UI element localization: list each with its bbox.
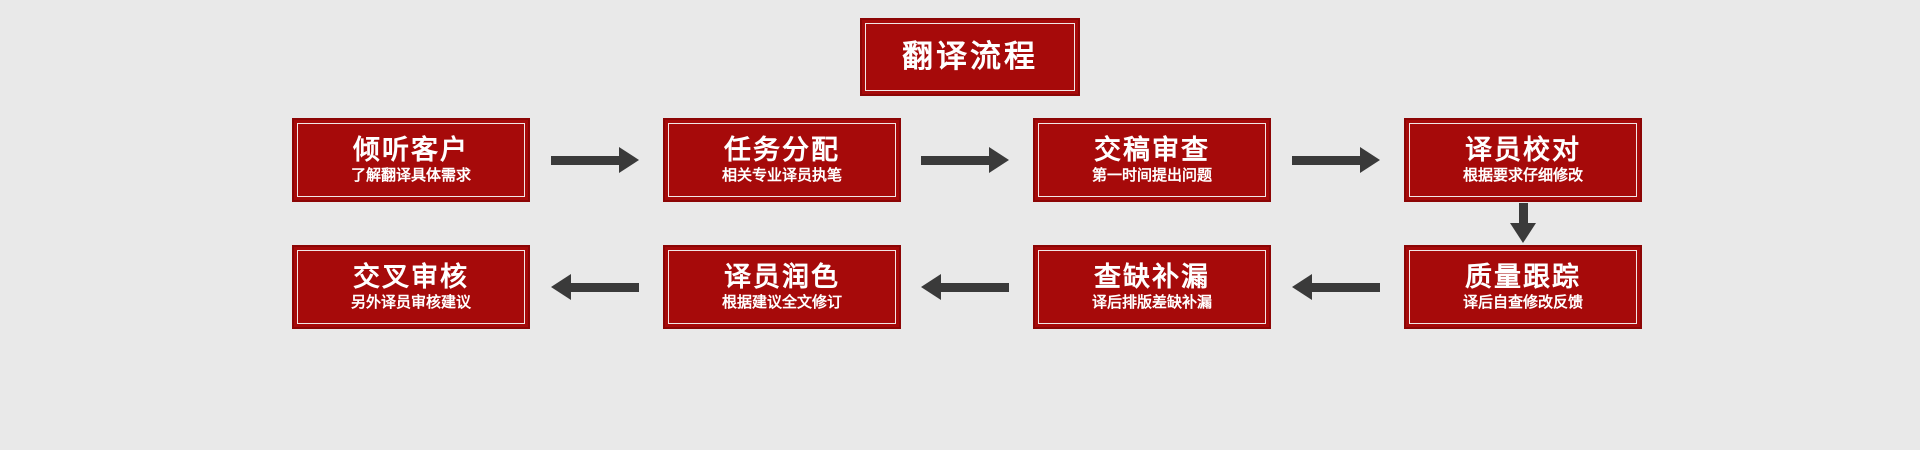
arrow-left-icon <box>551 274 639 300</box>
flow-step-8[interactable]: 交叉审核 另外译员审核建议 <box>292 245 530 329</box>
flow-step-1-title: 倾听客户 <box>353 134 469 165</box>
flowchart-title-box: 翻译流程 <box>860 18 1080 96</box>
flow-step-7-inner: 译员润色 根据建议全文修订 <box>668 250 896 324</box>
arrow-shaft <box>1312 282 1380 292</box>
arrow-right-icon <box>551 147 639 173</box>
title-box-inner: 翻译流程 <box>865 23 1075 91</box>
arrow-head <box>1292 274 1312 300</box>
flow-step-5-inner: 质量跟踪 译后自查修改反馈 <box>1409 250 1637 324</box>
flow-step-4[interactable]: 译员校对 根据要求仔细修改 <box>1404 118 1642 202</box>
arrow-right-icon <box>1292 147 1380 173</box>
flow-step-1-subtitle: 了解翻译具体需求 <box>350 167 471 185</box>
flow-step-4-inner: 译员校对 根据要求仔细修改 <box>1409 123 1637 197</box>
arrow-shaft <box>941 282 1009 292</box>
flow-step-1[interactable]: 倾听客户 了解翻译具体需求 <box>292 118 530 202</box>
arrow-right-icon <box>921 147 1009 173</box>
flow-step-7-title: 译员润色 <box>724 261 840 292</box>
arrow-head <box>989 147 1009 173</box>
page-title: 翻译流程 <box>902 38 1038 74</box>
flow-step-5-title: 质量跟踪 <box>1465 261 1581 292</box>
flow-step-5[interactable]: 质量跟踪 译后自查修改反馈 <box>1404 245 1642 329</box>
flow-step-6[interactable]: 查缺补漏 译后排版差缺补漏 <box>1033 245 1271 329</box>
flow-step-7-subtitle: 根据建议全文修订 <box>721 294 842 312</box>
flow-step-3-inner: 交稿审查 第一时间提出问题 <box>1038 123 1266 197</box>
flow-step-7[interactable]: 译员润色 根据建议全文修订 <box>663 245 901 329</box>
flow-step-8-inner: 交叉审核 另外译员审核建议 <box>297 250 525 324</box>
arrow-head <box>551 274 571 300</box>
arrow-shaft <box>921 155 989 165</box>
flow-step-2-inner: 任务分配 相关专业译员执笔 <box>668 123 896 197</box>
arrow-down-icon <box>1510 203 1536 243</box>
flow-step-5-subtitle: 译后自查修改反馈 <box>1462 294 1583 312</box>
arrow-left-icon <box>1292 274 1380 300</box>
flow-step-2-title: 任务分配 <box>724 134 840 165</box>
flow-step-8-subtitle: 另外译员审核建议 <box>350 294 471 312</box>
arrow-left-icon <box>921 274 1009 300</box>
flow-step-3-title: 交稿审查 <box>1094 134 1210 165</box>
flow-step-6-title: 查缺补漏 <box>1094 261 1210 292</box>
arrow-shaft <box>571 282 639 292</box>
flow-step-3[interactable]: 交稿审查 第一时间提出问题 <box>1033 118 1271 202</box>
arrow-head <box>921 274 941 300</box>
arrow-head <box>619 147 639 173</box>
flow-step-1-inner: 倾听客户 了解翻译具体需求 <box>297 123 525 197</box>
arrow-shaft <box>1518 203 1528 223</box>
flow-step-4-title: 译员校对 <box>1465 134 1581 165</box>
flow-step-6-subtitle: 译后排版差缺补漏 <box>1091 294 1212 312</box>
flow-step-2-subtitle: 相关专业译员执笔 <box>721 167 842 185</box>
flow-step-6-inner: 查缺补漏 译后排版差缺补漏 <box>1038 250 1266 324</box>
flow-step-3-subtitle: 第一时间提出问题 <box>1091 167 1212 185</box>
flow-step-8-title: 交叉审核 <box>353 261 469 292</box>
arrow-head <box>1510 223 1536 243</box>
arrow-head <box>1360 147 1380 173</box>
flow-step-2[interactable]: 任务分配 相关专业译员执笔 <box>663 118 901 202</box>
arrow-shaft <box>1292 155 1360 165</box>
arrow-shaft <box>551 155 619 165</box>
flow-step-4-subtitle: 根据要求仔细修改 <box>1462 167 1583 185</box>
